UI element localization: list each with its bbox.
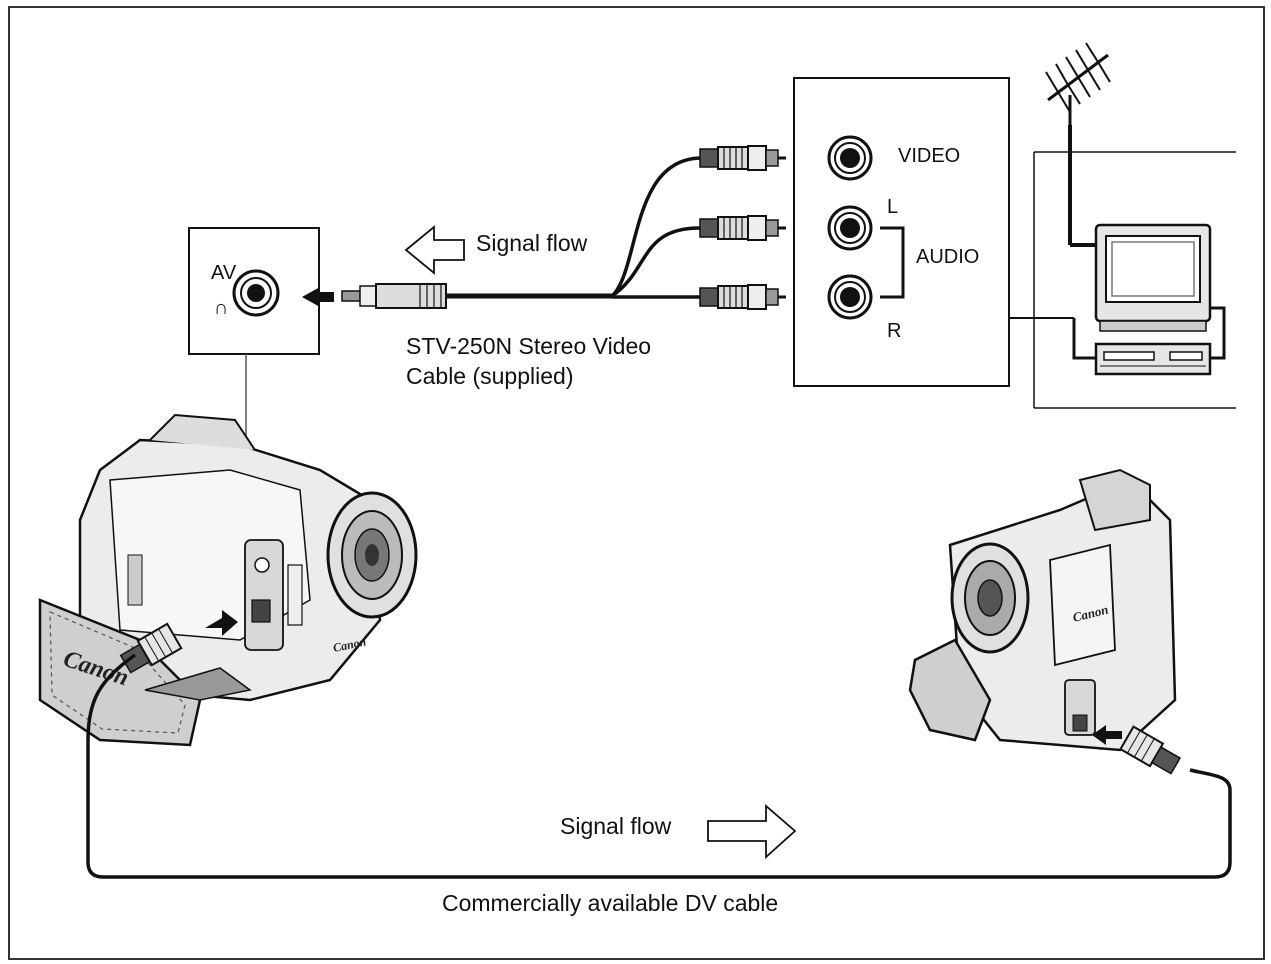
vcr-icon (1094, 342, 1212, 376)
video-jack[interactable] (827, 135, 873, 181)
audio-bracket (880, 226, 905, 299)
solid-arrow-left-icon (302, 287, 334, 307)
video-label: VIDEO (898, 145, 960, 167)
television-icon (1094, 223, 1212, 332)
camcorder-left-brand: Canon (332, 634, 368, 655)
cable-name-line2: Cable (supplied) (406, 363, 573, 389)
signal-flow-top-label: Signal flow (476, 230, 588, 256)
av-jack-label: AV (211, 262, 237, 284)
signal-flow-bottom-label: Signal flow (560, 813, 672, 839)
hollow-arrow-left-icon (404, 225, 465, 275)
antenna-icon (1045, 42, 1111, 247)
hollow-arrow-right-icon (707, 804, 797, 860)
dv-plug-left[interactable] (119, 622, 183, 676)
av-jack-panel: AV ∩ (188, 227, 320, 650)
dv-plug-right[interactable] (1119, 725, 1182, 778)
signal-flow-top: Signal flow (404, 225, 588, 275)
audio-right-jack[interactable] (827, 274, 873, 320)
av-jack[interactable] (232, 269, 280, 317)
dv-cable[interactable] (86, 653, 1232, 879)
stereo-video-cable[interactable] (302, 156, 701, 309)
solid-arrow-left-icon (1092, 725, 1122, 745)
audio-right-plug[interactable] (698, 283, 788, 311)
dv-cable-label: Commercially available DV cable (442, 890, 778, 916)
left-channel-label: L (887, 196, 898, 218)
tv-vcr-setup (1033, 42, 1236, 409)
audio-label: AUDIO (916, 246, 979, 268)
tv-input-panel: VIDEO L R AUDIO (793, 77, 1074, 387)
audio-left-plug[interactable] (698, 214, 788, 242)
audio-left-jack[interactable] (827, 205, 873, 251)
signal-flow-bottom: Signal flow (560, 804, 797, 860)
solid-arrow-right-icon (205, 610, 238, 636)
headphone-symbol: ∩ (214, 297, 228, 319)
video-plug[interactable] (698, 144, 788, 172)
camcorder-right: Canon (908, 468, 1177, 752)
cable-name-line1: STV-250N Stereo Video (406, 333, 651, 359)
right-channel-label: R (887, 320, 901, 342)
